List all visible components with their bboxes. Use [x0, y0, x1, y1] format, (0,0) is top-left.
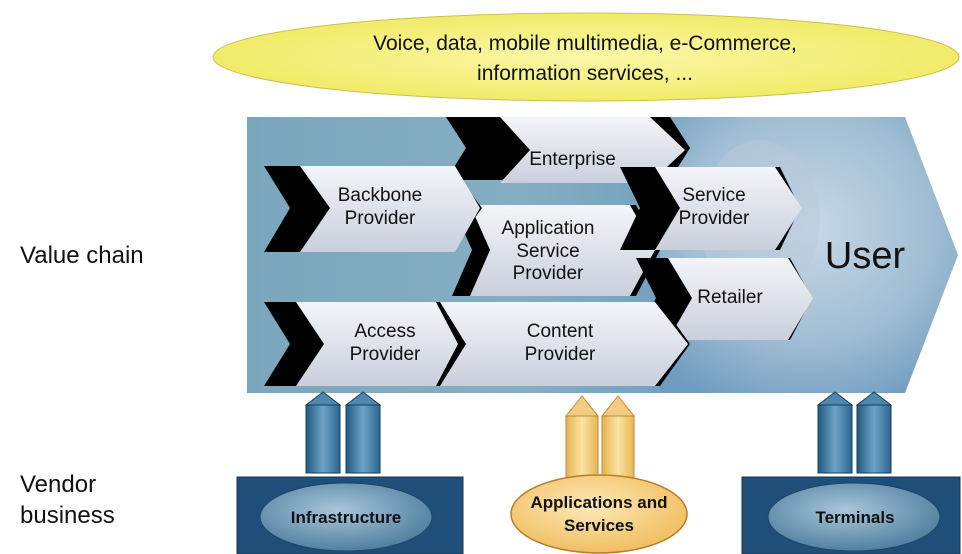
- terminals-arrows: [816, 391, 893, 474]
- infrastructure-vendor: [236, 476, 464, 554]
- content-provider-chevron: [436, 302, 690, 386]
- retailer-label: Retailer: [697, 286, 763, 308]
- services-banner: [212, 12, 960, 102]
- service-provider-label: Service Provider: [678, 185, 750, 229]
- vendor-business-label: Vendor business: [20, 471, 115, 530]
- enterprise-label: Enterprise: [529, 148, 616, 170]
- backbone-provider-chevron: [264, 166, 482, 252]
- applications-vendor: [510, 474, 688, 554]
- user-label: User: [824, 235, 906, 278]
- retailer-chevron: [636, 258, 813, 340]
- infrastructure-label: Infrastructure: [290, 507, 402, 527]
- application-service-provider-chevron: [452, 205, 660, 296]
- infrastructure-arrows: [304, 391, 382, 474]
- value-chain-label: Value chain: [20, 242, 144, 269]
- backbone-provider-label: Backbone Provider: [337, 185, 423, 229]
- access-provider-label: Access Provider: [349, 321, 421, 365]
- banner-line-2: information services, ...: [477, 62, 693, 86]
- content-provider-label: Content Provider: [524, 321, 596, 365]
- banner-line-1: Voice, data, mobile multimedia, e-Commer…: [373, 32, 797, 56]
- enterprise-chevron: [446, 117, 690, 183]
- service-provider-chevron: [620, 167, 802, 250]
- application-service-provider-label: Application Service Provider: [501, 217, 595, 285]
- terminals-label: Terminals: [815, 507, 895, 527]
- applications-label: Applications and Services: [530, 493, 668, 535]
- access-provider-chevron: [264, 302, 466, 386]
- terminals-vendor: [741, 476, 961, 554]
- applications-arrows: [564, 395, 636, 479]
